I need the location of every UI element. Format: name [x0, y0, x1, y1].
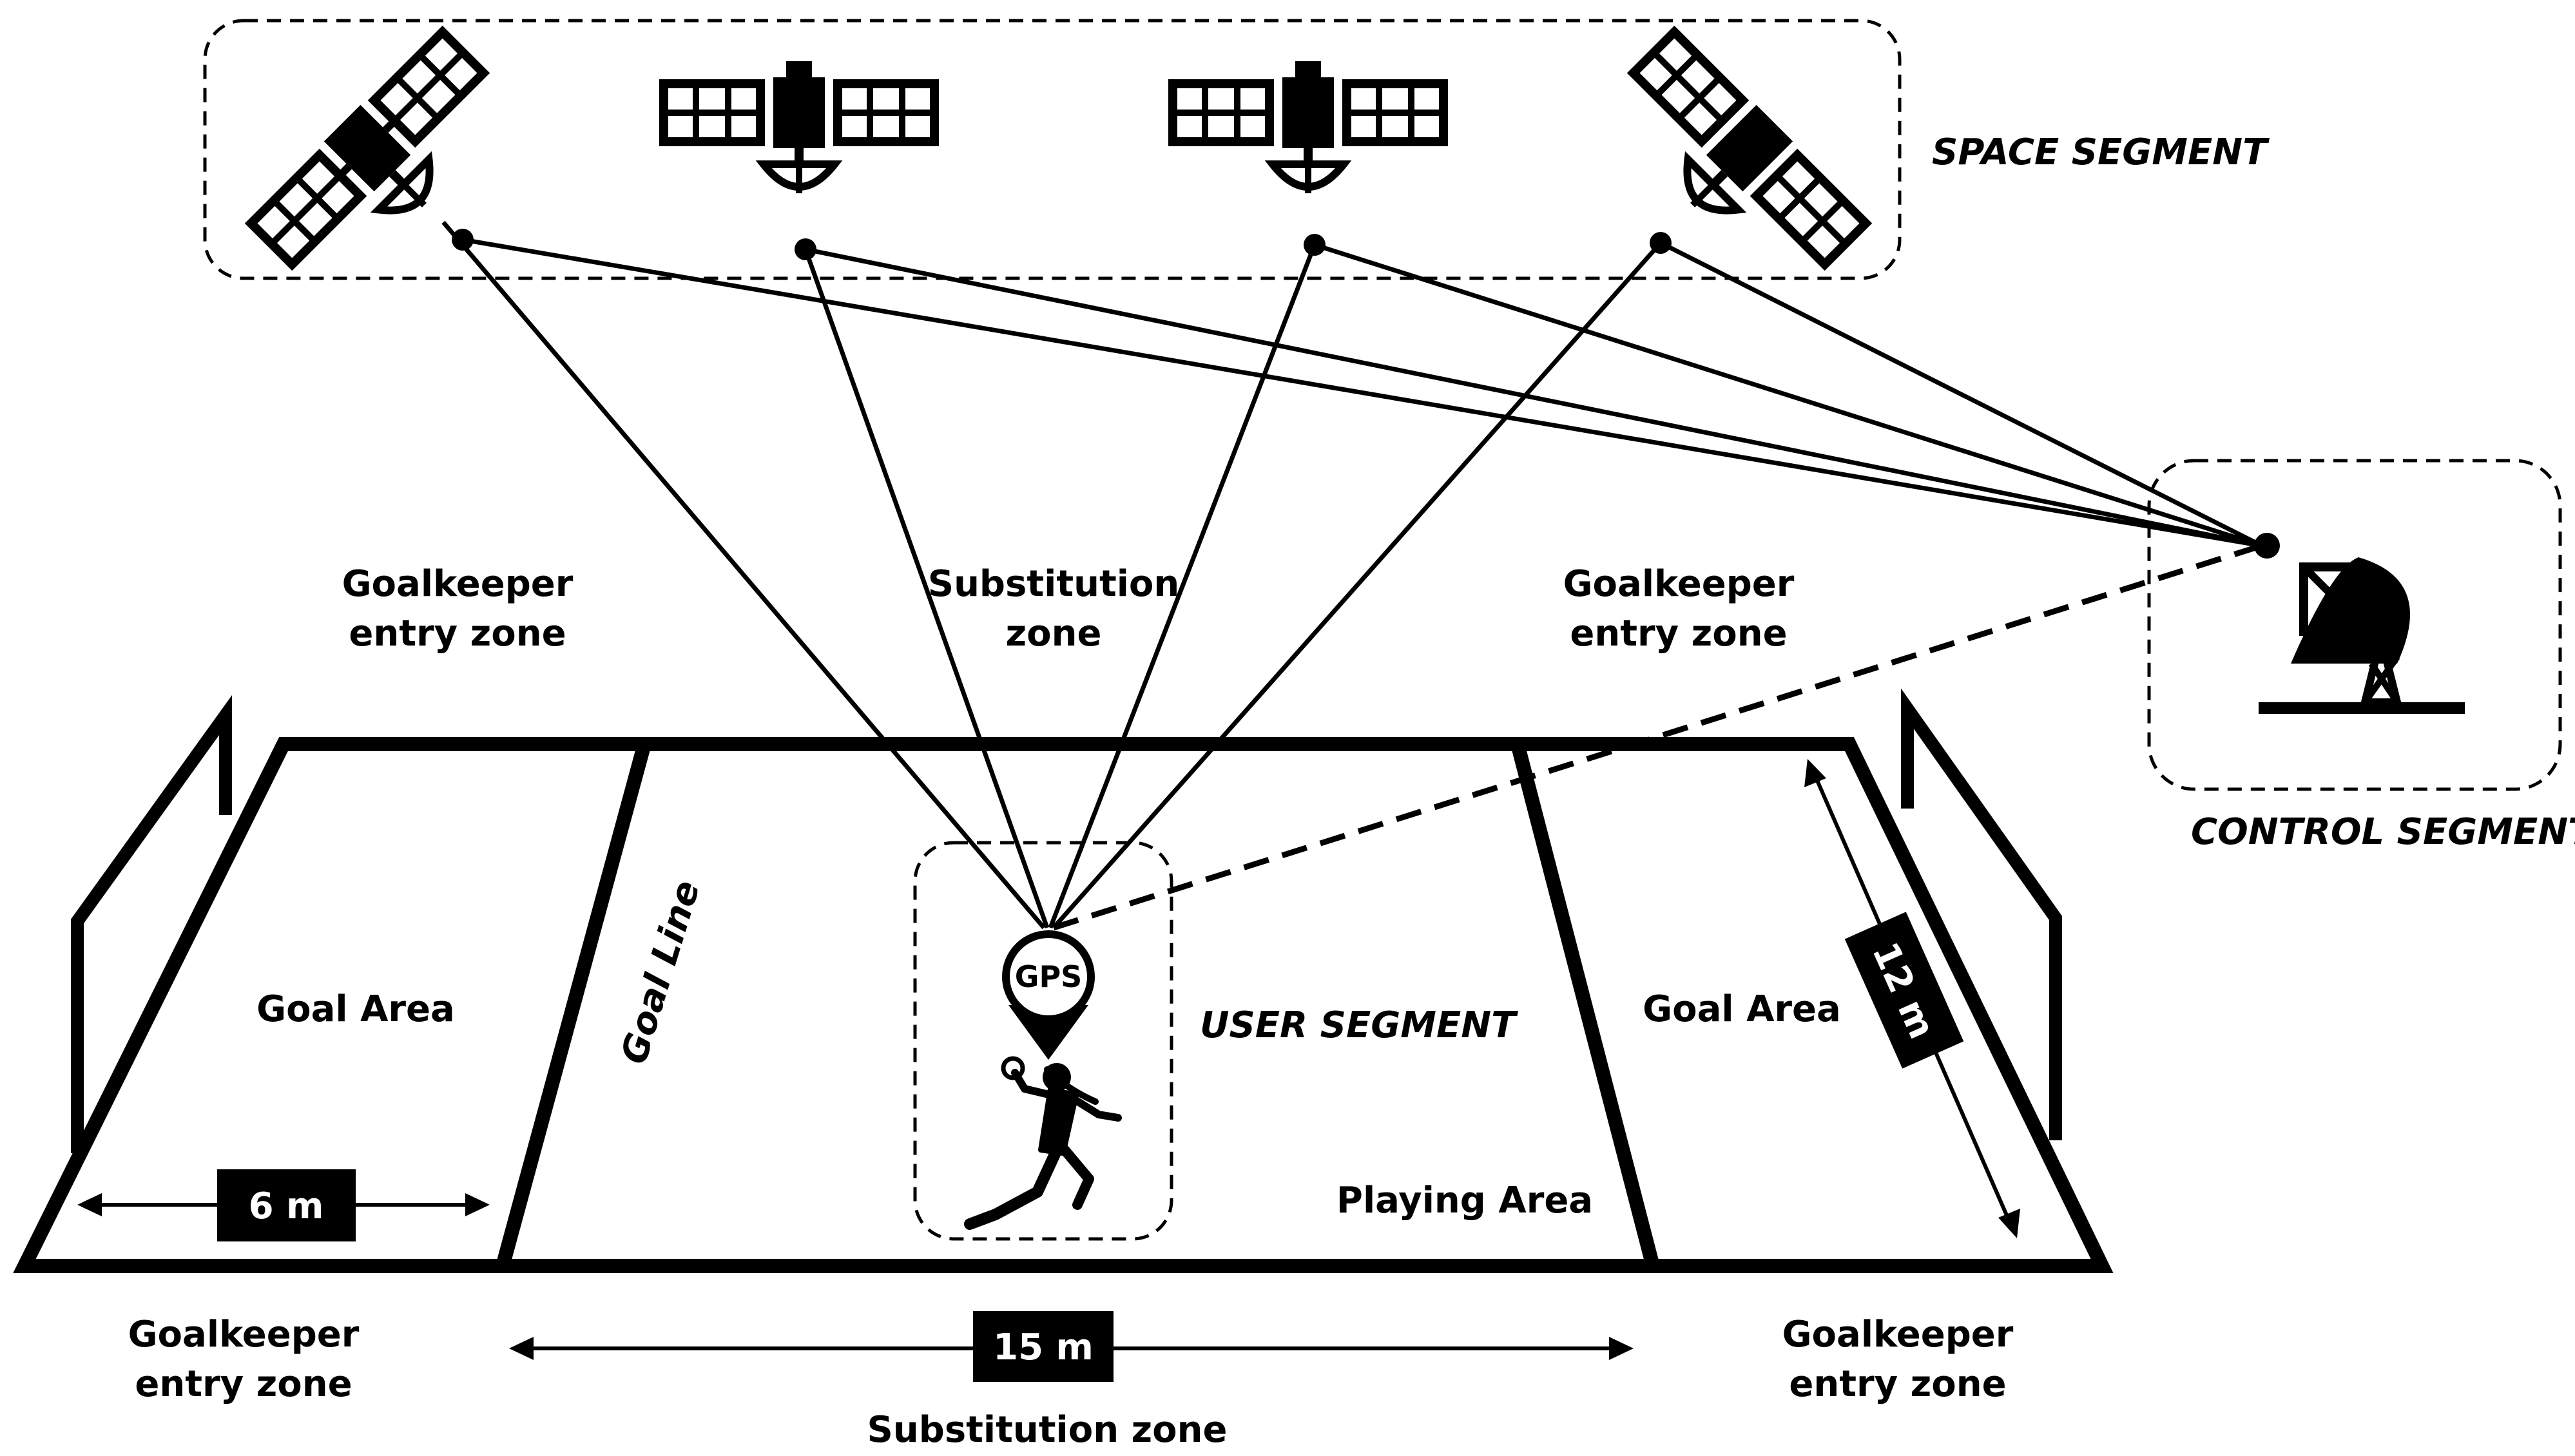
signal-line: [441, 220, 1046, 930]
arrowhead: [1998, 1209, 2020, 1238]
control-link-line: [1052, 542, 2263, 931]
user-segment-label: USER SEGMENT: [1200, 1004, 1518, 1046]
badge-6m-label: 6 m: [249, 1185, 324, 1227]
goal-line-left: [496, 742, 651, 1268]
signal-lines: [441, 220, 2263, 931]
arrowhead: [465, 1193, 490, 1216]
arrowhead: [509, 1337, 534, 1360]
control-segment-label: CONTROL SEGMENT: [2191, 811, 2575, 853]
ground-station-dish-icon: [2259, 557, 2465, 714]
arrowhead: [1609, 1337, 1634, 1360]
satellite-icon: [1168, 61, 1448, 193]
goal-line-right: [1510, 742, 1660, 1268]
signal-line: [1659, 240, 2263, 548]
link-endpoints: [452, 229, 2280, 559]
sub-zone-top-line1: Substitution: [928, 563, 1180, 605]
sub-zone-top-line2: zone: [1006, 613, 1102, 655]
badge-15m-label: 15 m: [993, 1327, 1094, 1368]
satellite-icon: [1626, 25, 1873, 271]
control-segment-box: [2147, 459, 2562, 791]
link-endpoint: [2254, 533, 2280, 559]
satellite-icon: [659, 61, 939, 193]
signal-line: [803, 248, 1050, 929]
badge-15m: [973, 1311, 1114, 1382]
signal-line: [805, 247, 2262, 548]
gk-zone-top-left-line1: Goalkeeper: [342, 563, 574, 605]
gk-zone-bottom-left-line1: Goalkeeper: [128, 1314, 360, 1355]
space-segment-label: SPACE SEGMENT: [1932, 131, 2270, 173]
signal-line: [1048, 244, 1317, 929]
signal-line: [1313, 242, 2263, 548]
gk-zone-top-right-line1: Goalkeeper: [1563, 563, 1795, 605]
gps-pin-icon: GPS: [1002, 930, 1095, 1060]
satellite-icon: [244, 25, 490, 271]
goal-left: [71, 694, 232, 1153]
court-outline: [13, 737, 2114, 1273]
gk-zone-top-left-line2: entry zone: [349, 613, 566, 655]
gps-pin-label: GPS: [1015, 959, 1083, 994]
goal-line-label: Goal Line: [613, 876, 708, 1069]
arrowhead: [77, 1193, 102, 1216]
goal-right: [1901, 688, 2062, 1140]
sub-zone-bottom-label: Substitution zone: [867, 1409, 1228, 1451]
handball-player-icon: [964, 1056, 1122, 1230]
gk-zone-bottom-right-line1: Goalkeeper: [1782, 1314, 2014, 1355]
goal-area-right-label: Goal Area: [1643, 988, 1841, 1030]
gk-zone-bottom-right-line2: entry zone: [1789, 1363, 2006, 1405]
goal-area-left-label: Goal Area: [256, 988, 455, 1030]
signal-line: [462, 237, 2262, 548]
link-endpoint: [452, 229, 474, 251]
signal-line: [1052, 241, 1663, 930]
space-segment-box: [203, 19, 1902, 280]
link-endpoint: [1650, 232, 1672, 254]
link-endpoint: [1304, 234, 1326, 256]
handball-court: [13, 688, 2114, 1273]
gk-zone-top-right-line2: entry zone: [1570, 613, 1787, 655]
playing-area-label: Playing Area: [1336, 1180, 1593, 1221]
arrowhead: [1804, 759, 1826, 787]
badge-6m: [217, 1169, 356, 1241]
link-endpoint: [795, 238, 816, 260]
gk-zone-bottom-left-line2: entry zone: [135, 1363, 352, 1405]
user-segment-box: [913, 841, 1173, 1241]
